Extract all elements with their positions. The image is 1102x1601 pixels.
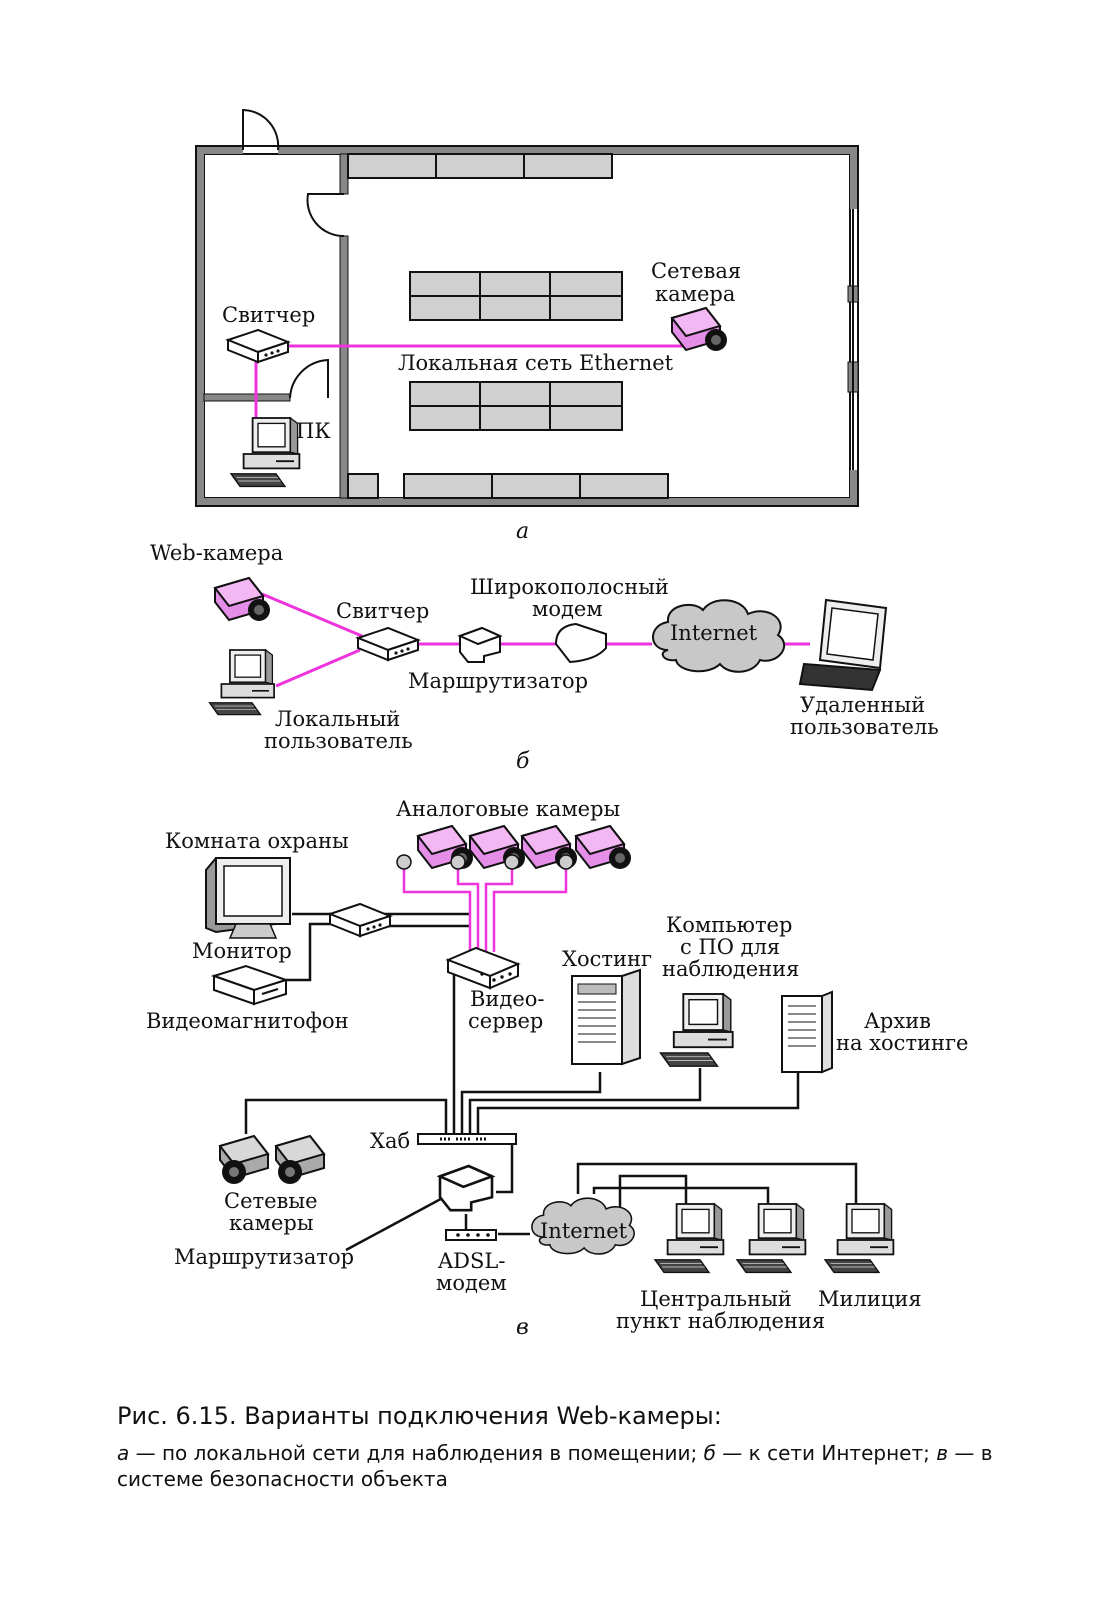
switch-label: Свитчер [222,303,315,327]
camera-label-line1: Сетевая [651,259,741,283]
network-camera-icon [219,1135,269,1185]
monitor-icon [205,857,291,939]
hosting-server-icon [571,968,641,1066]
router-label: Маршрутизатор [174,1245,354,1269]
caption-letter-a: а [117,1441,130,1465]
monitor-label: Монитор [192,939,292,963]
analog-camera-icon [575,825,632,870]
web-camera-icon [214,577,271,622]
adsl-label-line1: ADSL- [437,1249,505,1273]
security-room-label: Комната охраны [165,829,349,853]
pc-icon [230,417,301,488]
hub-label: Хаб [370,1129,410,1153]
internet-label: Internet [540,1219,628,1243]
remote-user-label-line2: пользователь [790,715,939,739]
caption-text-b: — к сети Интернет; [715,1441,937,1465]
analog-cameras [396,825,632,870]
pc-label: ПК [296,419,331,443]
vcr-icon [210,964,290,1006]
modem-icon [554,622,607,664]
central-pc-icon [654,1203,725,1274]
surveillance-pc-icon [659,993,734,1068]
switch-icon [357,627,419,661]
central-label-line2: пункт наблюдения [616,1309,825,1333]
camera-label-line2: камера [655,282,735,306]
internet-lines [261,592,810,688]
figure-caption-title: Рис. 6.15. Варианты подключения Web-каме… [117,1402,722,1430]
adsl-modem-icon [445,1229,497,1241]
vcr-label: Видеомагнитофон [146,1009,349,1033]
pc-soft-label-line3: наблюдения [662,957,799,981]
archive-server-icon [781,990,833,1074]
video-server-label-line2: сервер [468,1009,543,1033]
archive-label-line2: на хостинге [836,1031,968,1055]
caption-text-c: — в системе безопасности объекта [117,1441,993,1491]
web-camera-label: Web-камера [150,541,283,565]
network-camera-icon [275,1135,325,1185]
video-server-icon [445,946,521,990]
police-label: Милиция [818,1287,922,1311]
panel-a-floorplan: Свитчер Сетевая камера Локальная сеть Et… [195,108,859,544]
video-server-label-line1: Видео- [470,987,545,1011]
central-pc-icon [736,1203,807,1274]
archive-label-line1: Архив [864,1009,931,1033]
analog-camera-lines [402,866,568,952]
internet-label: Internet [670,621,758,645]
panel-c-security-system: Аналоговые камеры Комната охраны Монитор… [146,797,968,1340]
hosting-label: Хостинг [562,947,652,971]
analog-cameras-label: Аналоговые камеры [396,797,620,821]
figure-caption-body: а — по локальной сети для наблюдения в п… [117,1440,1017,1492]
router-label: Маршрутизатор [408,669,588,693]
modem-label-line1: Широкополосный [470,575,669,599]
net-cams-label-line2: камеры [229,1211,314,1235]
remote-user-label-line1: Удаленный [800,693,925,717]
switch-icon [329,903,391,937]
local-user-label-line1: Локальный [275,707,400,731]
lan-label: Локальная сеть Ethernet [398,351,674,375]
caption-text-a: — по локальной сети для наблюдения в пом… [129,1441,704,1465]
panel-a-letter: а [516,519,529,544]
lan-lines [254,344,688,420]
panel-b-internet: Web-камера Свитчер Широкополосный модем … [150,541,939,774]
central-label-line1: Центральный [640,1287,792,1311]
furniture [347,153,669,499]
panel-b-letter: б [516,749,530,774]
hub-icon [417,1133,517,1145]
police-pc-icon [824,1203,895,1274]
switch-icon [227,329,289,363]
router-icon [459,627,501,663]
wired-connections [244,912,858,1252]
caption-letter-b: б [703,1441,716,1465]
caption-letter-c: в [936,1441,949,1465]
net-cams-label-line1: Сетевые [224,1189,318,1213]
modem-label-line2: модем [532,597,603,621]
local-user-label-line2: пользователь [264,729,413,753]
panel-c-letter: в [516,1315,529,1340]
pc-soft-label-line2: с ПО для [680,935,780,959]
local-pc-icon [208,649,275,716]
router-icon [438,1164,494,1212]
adsl-label-line2: модем [436,1271,507,1295]
laptop-icon [798,598,888,692]
pc-soft-label-line1: Компьютер [666,913,792,937]
switch-label: Свитчер [336,599,429,623]
